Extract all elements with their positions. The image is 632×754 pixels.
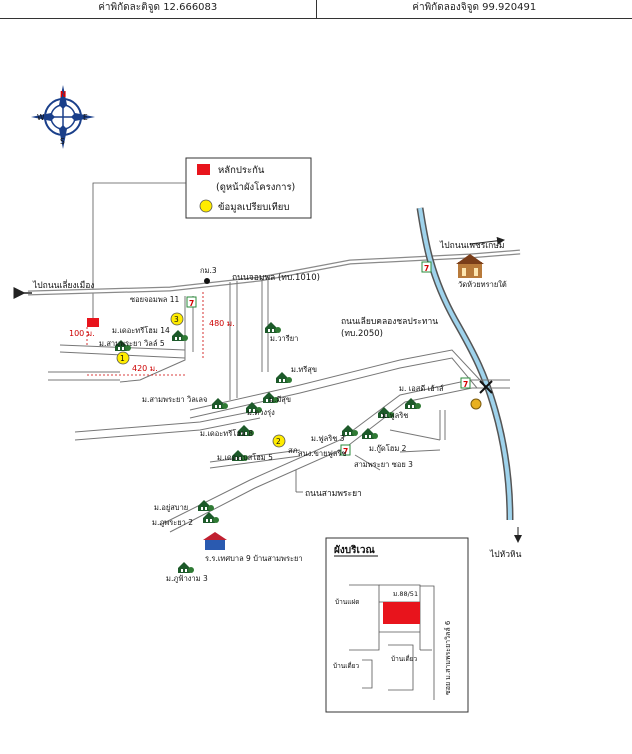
inset-subject-plot	[383, 602, 420, 624]
svg-text:1: 1	[120, 354, 125, 363]
compass-s: S	[60, 137, 65, 146]
svg-text:3: 3	[174, 315, 179, 324]
longitude-cell: ค่าพิกัดลองจิจูด 99.920491	[412, 2, 537, 13]
village-label: ม.ทรีสุข	[291, 365, 317, 374]
village-label: ม.เดอะทรีโฮม 14	[112, 326, 170, 335]
comparison-marker-2: 2	[272, 434, 286, 448]
left-road-label: ไปถนนเลี่ยงเมือง	[32, 279, 94, 291]
village-label: ม.ภูพระยา 2	[152, 518, 193, 527]
inset-title: ผังบริเวณ	[334, 544, 375, 556]
village-label: ม.ฟูลริช	[382, 411, 408, 420]
legend-comparison-swatch	[199, 199, 213, 213]
police-label: สภ.	[288, 446, 300, 455]
seven-eleven-icon: 7	[186, 296, 197, 308]
latitude-cell: ค่าพิกัดละติจูด 12.666083	[0, 0, 317, 18]
village-label: ม.สามพระยา วิลเลจ	[142, 395, 207, 404]
temple-label: วัดห้วยทรายใต้	[458, 280, 507, 289]
village-label: ม.กู๊ดโฮม 2	[369, 444, 407, 453]
school-label: ร.ร.เทศบาล 9 บ้านสามพระยา	[205, 554, 303, 563]
comparison-marker-3: 3	[170, 312, 184, 326]
comparison-marker-1: 1	[116, 351, 130, 365]
village-label: ม.ดวงรุ่ง	[247, 408, 275, 417]
seven-eleven-icon: 7	[421, 261, 432, 273]
canal-road-label: ถนนเลียบคลองชลประทาน	[341, 316, 438, 327]
legend: หลักประกัน (ดูหน้าผังโครงการ) ข้อมูลเปรี…	[185, 157, 312, 219]
village-label: ม.เดอะทรีโฮม 8	[200, 429, 253, 438]
intersection-icon	[470, 380, 493, 410]
village-label: สนง.ขายฟูลริช	[298, 449, 347, 458]
legend-subject-label: หลักประกัน	[218, 165, 265, 176]
svg-text:7: 7	[189, 299, 194, 308]
svg-text:2: 2	[276, 437, 281, 446]
compass-rose-icon: N S E W	[31, 85, 95, 149]
legend-subject-note: (ดูหน้าผังโครงการ)	[216, 181, 295, 193]
coordinate-header: ค่าพิกัดละติจูด 12.666083 ค่าพิกัดลองจิจ…	[0, 0, 632, 19]
canal-road-code: (ทบ.2050)	[341, 329, 383, 339]
seven-eleven-icon: 7	[460, 377, 471, 389]
distance-420-label: 420 ม.	[132, 364, 158, 373]
legend-comparison-label: ข้อมูลเปรียบเทียบ	[218, 201, 289, 213]
inset-plot-id: ม.88/51	[393, 590, 418, 598]
temple-icon	[456, 254, 484, 278]
main-road-label: ถนนจอมพล (ทบ.1010)	[232, 273, 320, 283]
site-plan-inset: ผังบริเวณ ม.88/51 บ้านแฝด บ้านเดี่ยว บ้า…	[325, 537, 469, 713]
village-label: ม.อยู่สบาย	[154, 503, 188, 512]
sampraya-road-label: ถนนสามพระยา	[305, 489, 362, 499]
village-label: ม.วารียา	[270, 334, 298, 343]
distance-lines	[86, 292, 204, 376]
village-label: ม.เดอะเบสโฮม 5	[217, 453, 273, 462]
village-label: ม.ฟูลริช 3	[311, 434, 345, 443]
distance-480-label: 480 ม.	[209, 319, 235, 328]
petchkasem-label: ไปถนนเพชรเกษม	[439, 240, 505, 251]
inset-soi-name: ซอย ม.สามพระยาวิลล์ 6	[444, 620, 452, 695]
sampraya-soi-label: สามพระยา ซอย 3	[354, 460, 413, 469]
village-label: ม.ภูฟ้างาม 3	[166, 574, 208, 583]
legend-subject-swatch	[197, 164, 210, 175]
village-label: ม.สามพระยา วิลล์ 5	[99, 339, 165, 348]
km-label: กม.3	[200, 266, 217, 275]
compass-n: N	[60, 90, 66, 99]
subject-property-marker	[87, 318, 99, 327]
school-icon	[203, 532, 227, 550]
inset-single-house-left: บ้านเดี่ยว	[333, 661, 359, 670]
seven-eleven-icon: 7	[340, 444, 351, 456]
inset-single-house-right: บ้านเดี่ยว	[391, 654, 417, 663]
svg-text:7: 7	[463, 380, 468, 389]
svg-text:7: 7	[424, 264, 429, 273]
km-marker-icon	[204, 278, 210, 284]
inset-west-house: บ้านแฝด	[335, 598, 359, 606]
soi-jompon-label: ซอยจอมพล 11	[130, 295, 180, 304]
village-label: ม.มีสุข	[269, 395, 291, 404]
compass-e: E	[83, 113, 88, 122]
secondary-roads	[48, 277, 510, 533]
distance-100-label: 100 ม.	[69, 329, 95, 338]
svg-text:7: 7	[343, 447, 348, 456]
compass-w: W	[37, 113, 45, 122]
village-label: ม. เอสดี เฮ้าส์	[399, 384, 444, 393]
legend-leader-line	[92, 182, 186, 322]
hua-hin-label: ไปหัวหิน	[489, 549, 522, 560]
